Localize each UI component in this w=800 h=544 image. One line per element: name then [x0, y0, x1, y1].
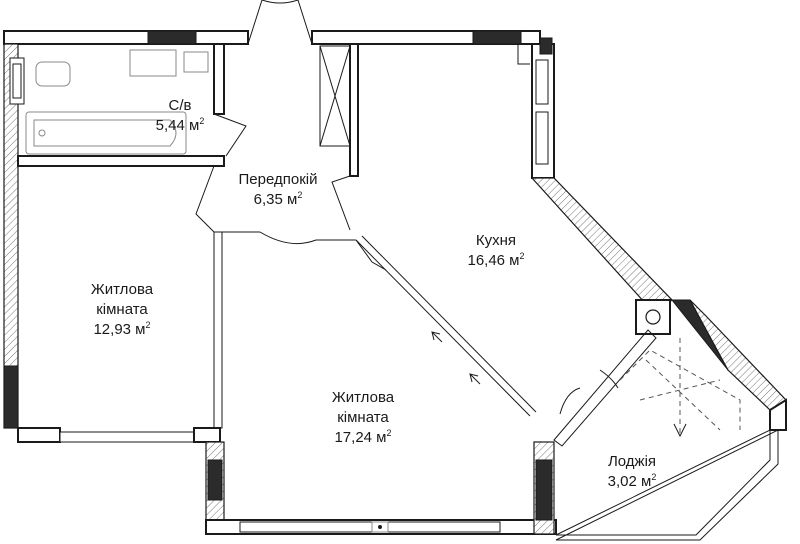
interior-walls	[17, 43, 537, 429]
room-area: 16,46 м2	[467, 251, 525, 270]
hallway-closet	[319, 45, 351, 147]
room-name-line1: Житлова	[331, 389, 395, 406]
room-area: 6,35 м2	[253, 190, 303, 209]
room-name-line1: Житлова	[90, 281, 154, 298]
room-name: Передпокій	[238, 171, 318, 188]
room-area: 3,02 м2	[607, 472, 657, 491]
room-label-loggia: Лоджія 3,02 м2	[608, 452, 657, 492]
door-swings	[195, 0, 619, 415]
room-area: 12,93 м2	[93, 320, 151, 339]
room-label-bathroom: С/в 5,44 м2	[156, 96, 205, 136]
sliding-partition-arrows	[431, 331, 481, 385]
bathroom-fixtures	[9, 49, 209, 155]
loggia-projection	[619, 338, 741, 438]
exterior-walls	[3, 30, 787, 541]
room-name: Кухня	[475, 232, 517, 249]
room-label-living-room-2: Житлова кімната 17,24 м2	[332, 388, 394, 448]
room-name: Лоджія	[607, 453, 657, 470]
room-name: С/в	[168, 97, 192, 114]
room-name-line2: кімната	[96, 301, 148, 318]
room-label-living-room-1: Житлова кімната 12,93 м2	[91, 280, 153, 340]
room-label-hallway: Передпокій 6,35 м2	[239, 170, 318, 210]
room-area: 17,24 м2	[334, 428, 392, 447]
room-name-line2: кімната	[337, 409, 389, 426]
room-label-kitchen: Кухня 16,46 м2	[467, 231, 524, 271]
room-area: 5,44 м2	[155, 116, 205, 135]
